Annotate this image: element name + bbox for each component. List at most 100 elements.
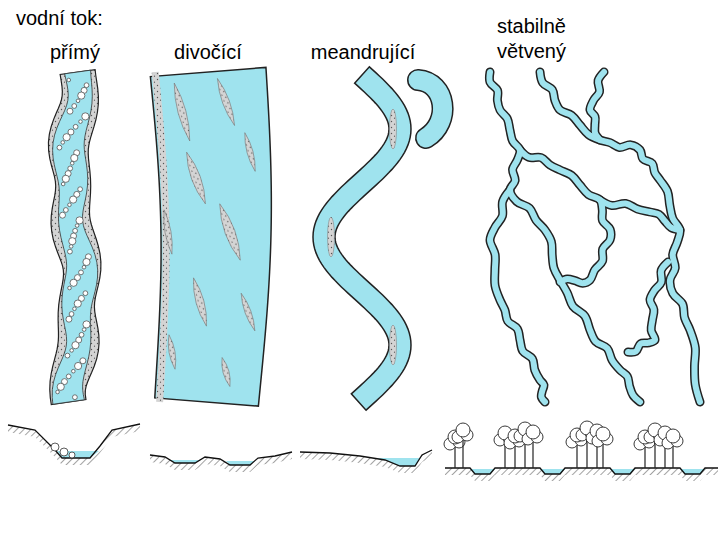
pebble bbox=[75, 362, 82, 369]
boulder bbox=[69, 452, 75, 458]
tree-trunk bbox=[602, 443, 603, 468]
diagram-title: vodní tok: bbox=[16, 6, 103, 31]
pebble bbox=[72, 342, 79, 349]
pebble bbox=[78, 92, 85, 99]
pebble bbox=[83, 291, 88, 296]
pebble bbox=[68, 249, 73, 254]
pebble bbox=[83, 321, 90, 328]
channel-type-label: meandrující bbox=[298, 40, 428, 65]
pebble bbox=[67, 78, 71, 82]
tree-crown bbox=[526, 425, 540, 439]
tree-crown bbox=[456, 423, 470, 437]
label-holder: přímý bbox=[16, 40, 134, 65]
water bbox=[52, 70, 97, 404]
pebble bbox=[66, 316, 72, 322]
water bbox=[520, 150, 611, 283]
anastomosing-channels bbox=[489, 72, 700, 402]
tree-crown bbox=[596, 427, 610, 441]
water bbox=[590, 72, 604, 140]
tree-trunk bbox=[454, 446, 455, 468]
water bbox=[490, 190, 545, 402]
water bbox=[489, 72, 640, 402]
pebble bbox=[70, 279, 77, 286]
water bbox=[313, 67, 411, 410]
ground-line bbox=[150, 452, 292, 465]
pebble bbox=[71, 154, 78, 161]
ground-line bbox=[8, 424, 140, 458]
pebble bbox=[56, 390, 60, 394]
pebble bbox=[74, 300, 81, 307]
water bbox=[628, 262, 668, 352]
pebble bbox=[67, 108, 73, 114]
boulder bbox=[60, 448, 68, 456]
pebble bbox=[82, 328, 86, 332]
pebble bbox=[78, 187, 83, 192]
pebble bbox=[69, 238, 76, 245]
boulder bbox=[51, 443, 59, 451]
pebble bbox=[69, 312, 74, 317]
sediment-hatch bbox=[150, 452, 292, 472]
pebble bbox=[72, 369, 76, 373]
gravel-bar bbox=[214, 77, 238, 126]
channel-type-label: divočící bbox=[146, 40, 270, 65]
straight-channel bbox=[48, 70, 100, 405]
pebble bbox=[63, 208, 68, 213]
gravel-bar bbox=[190, 277, 211, 327]
pebble bbox=[73, 307, 77, 311]
channel-type-label: přímý bbox=[16, 40, 134, 65]
pebble bbox=[75, 224, 79, 228]
tree-trunk bbox=[532, 441, 533, 468]
pebble bbox=[63, 134, 70, 141]
cross-sections bbox=[8, 421, 718, 481]
tree-trunk bbox=[514, 445, 515, 468]
pebble bbox=[73, 228, 78, 233]
tree-trunk bbox=[672, 445, 673, 468]
pebble bbox=[79, 270, 84, 275]
pebble bbox=[72, 395, 77, 400]
channel-bank bbox=[540, 72, 700, 402]
pebble bbox=[61, 141, 65, 145]
label-holder: divočící bbox=[146, 40, 270, 65]
pebble bbox=[61, 182, 65, 186]
pebble bbox=[79, 332, 84, 337]
pebble bbox=[83, 258, 90, 265]
pebble bbox=[66, 374, 71, 379]
pebble bbox=[65, 353, 70, 358]
oxbow-water bbox=[418, 80, 443, 138]
meandering-channel bbox=[313, 67, 443, 410]
point-bar bbox=[328, 217, 335, 257]
pebble bbox=[84, 83, 89, 88]
tree-trunk bbox=[576, 444, 577, 468]
ground-line bbox=[300, 450, 432, 466]
gravel-bar bbox=[166, 334, 178, 370]
pebble bbox=[76, 99, 80, 103]
pebble bbox=[68, 203, 72, 207]
water bbox=[600, 200, 680, 230]
pebble bbox=[82, 113, 89, 120]
pebble bbox=[72, 104, 77, 109]
label-holder: meandrující bbox=[298, 40, 428, 65]
pebble bbox=[69, 245, 73, 249]
pebble bbox=[62, 175, 69, 182]
title-holder: vodní tok: bbox=[16, 6, 103, 31]
channel-bank bbox=[48, 70, 100, 405]
tree-crown bbox=[666, 429, 680, 443]
gravel-bar bbox=[161, 209, 175, 254]
tree-trunk bbox=[644, 446, 645, 468]
oxbow-bank bbox=[418, 80, 443, 138]
ground-line bbox=[445, 468, 718, 474]
pebble bbox=[57, 383, 64, 390]
label-holder: stabilně větvený bbox=[497, 14, 607, 64]
pebble bbox=[79, 120, 83, 124]
gravel-bar bbox=[170, 82, 193, 142]
braided-channel bbox=[150, 67, 271, 406]
sediment-hatch bbox=[300, 450, 432, 473]
pebble bbox=[80, 358, 86, 364]
sediment-hatch bbox=[445, 468, 718, 481]
tree-trunk bbox=[462, 439, 463, 468]
pebble bbox=[70, 161, 74, 165]
pebble bbox=[76, 217, 83, 224]
pebble bbox=[70, 349, 74, 353]
